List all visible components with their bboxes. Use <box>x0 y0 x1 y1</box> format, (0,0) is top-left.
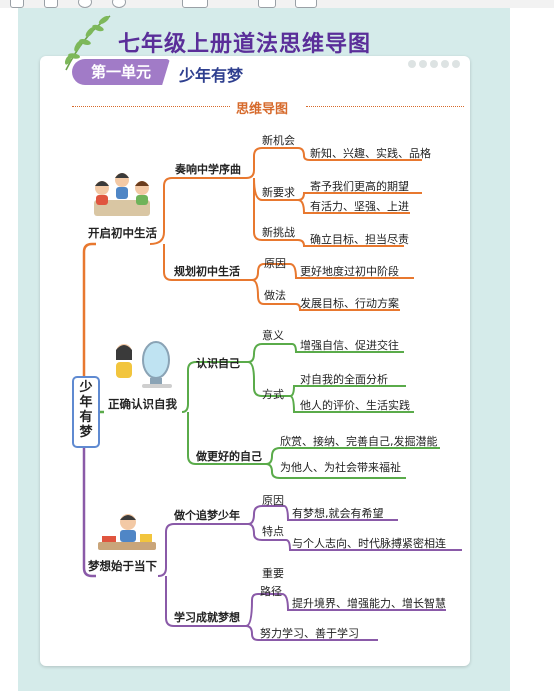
studying-illustration-icon <box>98 514 156 550</box>
leaf-text: 为他人、为社会带来福祉 <box>280 461 401 474</box>
sub-topic: 规划初中生活 <box>174 265 240 278</box>
item-label: 原因 <box>262 494 284 507</box>
leaf-text: 对自我的全面分析 <box>300 373 388 386</box>
binder-holes <box>408 53 463 72</box>
toolbar-search-icon[interactable] <box>112 0 126 8</box>
mirror-illustration-icon <box>116 341 172 388</box>
leaf-decoration-icon <box>64 15 111 71</box>
item-label: 路径 <box>260 585 282 598</box>
item-label: 方式 <box>262 388 284 401</box>
leaf-text: 更好地度过初中阶段 <box>300 265 399 278</box>
leaf-text: 寄予我们更高的期望 <box>310 180 409 193</box>
sub-topic: 奏响中学序曲 <box>175 163 241 176</box>
leaf-text: 与个人志向、时代脉搏紧密相连 <box>292 537 446 550</box>
toolbar-list-icon[interactable] <box>44 0 58 8</box>
leaf-text: 发展目标、行动方案 <box>300 297 399 310</box>
sub-topic: 做更好的自己 <box>196 450 262 463</box>
item-label: 做法 <box>264 289 286 302</box>
root-node: 少年有梦 <box>72 376 100 448</box>
section-title: 思维导图 <box>236 102 289 117</box>
item-label: 意义 <box>262 329 284 342</box>
leaf-text: 有活力、坚强、上进 <box>310 200 409 213</box>
leaf-text: 提升境界、增强能力、增长智慧 <box>292 597 446 610</box>
toolbar-page-icon[interactable] <box>10 0 24 8</box>
toolbar-tab-3[interactable] <box>295 0 317 8</box>
branch-title: 正确认识自我 <box>108 397 177 411</box>
section-rule-left <box>72 106 230 107</box>
leaf-text: 欣赏、接纳、完善自己,发掘潜能 <box>280 435 438 448</box>
section-rule-right <box>306 106 464 107</box>
leaf-text: 增强自信、促进交往 <box>300 339 399 352</box>
leaf-text: 有梦想,就会有希望 <box>292 507 384 520</box>
toolbar-zoom-icon[interactable] <box>78 0 92 8</box>
toolbar-tab-2[interactable] <box>258 0 276 8</box>
unit-label: 第一单元 <box>72 59 170 85</box>
item-label: 新挑战 <box>262 226 295 239</box>
branch-title: 开启初中生活 <box>88 226 157 240</box>
toolbar-tab-1[interactable] <box>182 0 208 8</box>
sub-topic: 认识自己 <box>196 357 240 370</box>
students-illustration-icon <box>94 173 150 216</box>
leaf-text: 新知、兴趣、实践、品格 <box>310 147 431 160</box>
leaf-text: 他人的评价、生活实践 <box>300 399 410 412</box>
unit-name: 少年有梦 <box>179 66 244 85</box>
branch-title: 梦想始于当下 <box>88 559 157 573</box>
sub-topic: 学习成就梦想 <box>174 611 240 624</box>
item-label: 原因 <box>264 257 286 270</box>
sub-topic: 做个追梦少年 <box>174 509 240 522</box>
item-label: 新机会 <box>262 134 295 147</box>
item-label: 新要求 <box>262 186 295 199</box>
viewer-toolbar <box>0 0 554 8</box>
item-label: 重要 <box>262 567 284 580</box>
item-label: 特点 <box>262 525 284 538</box>
leaf-text: 确立目标、担当尽责 <box>310 233 409 246</box>
page-title: 七年级上册道法思维导图 <box>118 32 372 57</box>
leaf-text: 努力学习、善于学习 <box>260 627 359 640</box>
